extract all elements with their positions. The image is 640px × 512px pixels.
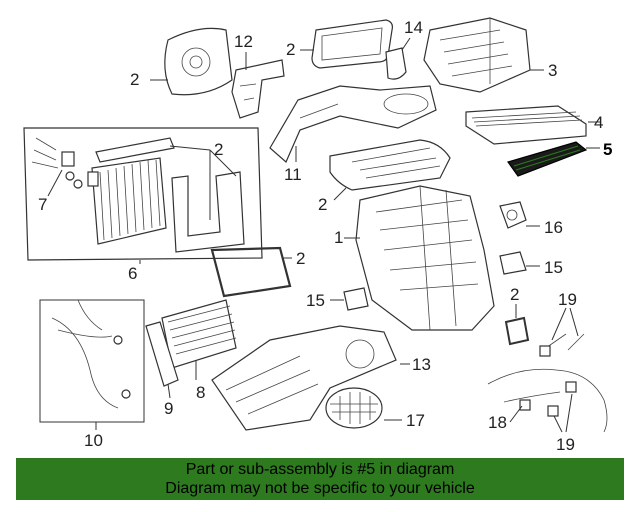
seal-part-2-left [164,27,233,96]
callout-19-bottom: 19 [556,435,575,454]
callout-14: 14 [404,18,423,37]
callout-17: 17 [406,411,425,430]
blower-part-17 [325,387,383,429]
highlighted-part-5[interactable] [507,141,588,177]
upper-housing-part-3 [423,17,531,93]
gasket-part-2-loop [210,246,292,298]
gasket-part-2-small [504,316,530,346]
callout-15-left: 15 [306,291,325,310]
callout-18: 18 [488,413,507,432]
callout-4: 4 [594,113,603,132]
callout-12: 12 [234,32,253,51]
callout-7: 7 [38,195,47,214]
callout-15-right: 15 [544,258,563,277]
callout-11: 11 [284,165,302,184]
callout-2-evap-gasket: 2 [214,140,223,159]
duct-part-11 [269,85,437,163]
heater-core-part-8 [161,299,237,369]
module-part-15-left [343,287,369,311]
notice-banner: Part or sub-assembly is #5 in diagram Di… [16,458,624,500]
evaporator-assembly-frame [23,127,263,261]
callout-2-small-gasket: 2 [510,285,519,304]
callout-2-top-gasket: 2 [286,40,295,59]
callout-6: 6 [128,264,137,283]
hvac-case-part-1 [355,185,495,331]
wiring-harness-part-18 [487,333,608,433]
gasket-part-2-case [329,139,451,191]
pipes-part-10 [39,299,145,423]
callout-16: 16 [544,218,563,237]
module-part-16 [499,201,527,229]
callout-9: 9 [164,399,173,418]
notice-line-1: Part or sub-assembly is #5 in diagram [185,461,455,478]
module-part-15-right [499,251,527,275]
bolts-part-7 [31,137,99,189]
callout-10: 10 [84,431,103,450]
seal-part-9 [145,321,179,387]
callout-2-left-seal: 2 [130,70,139,89]
callout-2-loop-gasket: 2 [296,249,305,268]
gasket-part-2-top [311,19,393,69]
callout-5[interactable]: 5 [603,140,612,159]
lower-housing-part-13 [211,325,397,431]
evaporator-core [91,157,167,245]
actuator-part-12 [231,59,285,119]
callout-3: 3 [548,61,557,80]
callout-13: 13 [412,355,431,374]
gasket-part-2-evap [95,137,245,253]
callout-2-case-gasket: 2 [318,195,327,214]
cabin-filter-part-4 [465,105,587,145]
sensor-part-14 [385,37,411,80]
notice-line-2: Diagram may not be specific to your vehi… [165,480,475,497]
callout-19-top: 19 [558,290,577,309]
callout-1: 1 [334,228,343,247]
callout-8: 8 [196,383,205,402]
